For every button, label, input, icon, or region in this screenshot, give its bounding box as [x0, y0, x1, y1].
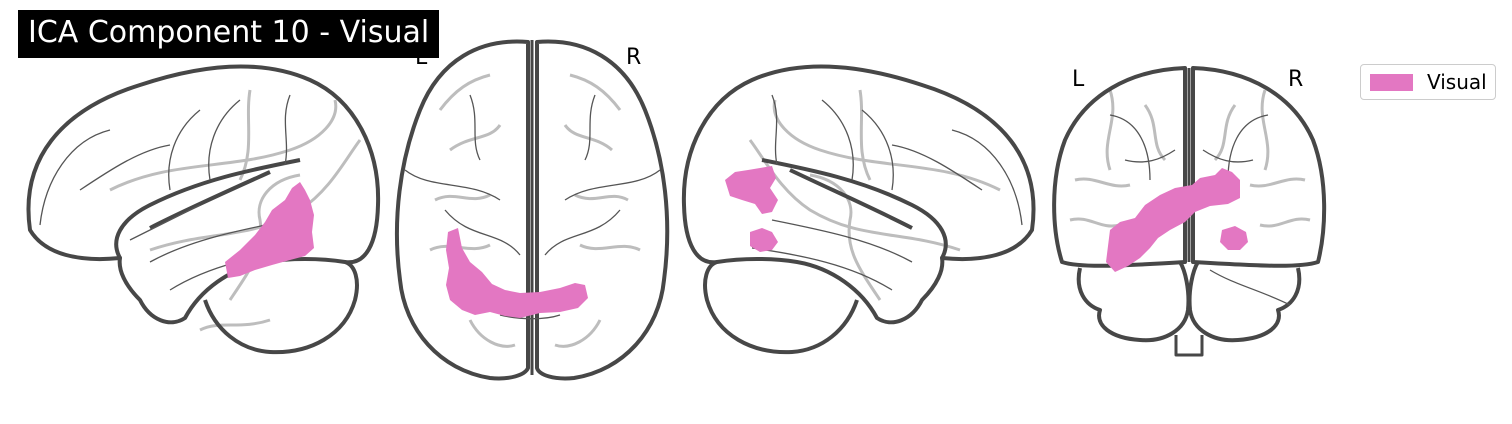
sulcus — [564, 169, 661, 201]
ghost-sulcus — [149, 139, 362, 252]
sulcus — [771, 219, 913, 263]
legend: Visual — [1360, 64, 1496, 100]
sulcus — [168, 109, 201, 191]
sulcus — [1209, 269, 1291, 306]
sulcus — [861, 109, 894, 191]
sulcus — [771, 94, 778, 166]
sulcus — [951, 129, 1023, 226]
sulcus — [444, 209, 521, 256]
sulcus — [1124, 149, 1176, 163]
ghost-sulcus — [109, 99, 338, 192]
ghost-sulcus — [563, 73, 629, 202]
sylvian-fissure — [149, 170, 271, 230]
ghost-sulcus — [1105, 89, 1270, 171]
activation-blob — [725, 166, 778, 214]
coronal-right-label: R — [1288, 67, 1304, 92]
ghost-sulcus — [199, 318, 271, 332]
ghost-sulcus — [1069, 217, 1311, 228]
ghost-sulcus — [228, 173, 301, 301]
sulcus — [284, 94, 291, 166]
view-coronal — [1052, 66, 1327, 357]
right-hemisphere-outline — [1191, 66, 1327, 268]
coronal-left-label: L — [1072, 67, 1085, 92]
ghost-sulcus — [1143, 104, 1237, 162]
sulcus — [499, 314, 561, 320]
axial-left-label: L — [415, 45, 428, 70]
ghost-sulcus — [1074, 177, 1306, 188]
sulcus — [1202, 149, 1254, 163]
legend-swatch — [1370, 74, 1413, 91]
cerebellum-outline — [703, 260, 859, 355]
right-hemisphere-outline — [535, 39, 670, 381]
sylvian-fissure — [789, 168, 913, 230]
view-right-sagittal — [681, 64, 1036, 355]
activation-blob — [1106, 168, 1240, 272]
ghost-sulcus — [772, 99, 1001, 192]
activation-blob — [750, 228, 778, 252]
sulcus — [1109, 114, 1151, 181]
left-hemisphere-outline — [394, 39, 530, 381]
ghost-sulcus — [858, 89, 872, 181]
ghost-sulcus — [468, 319, 602, 348]
ghost-sulcus — [748, 139, 961, 252]
sulcus — [821, 99, 854, 181]
figure-title: ICA Component 10 - Visual — [18, 10, 440, 58]
activation-blob — [446, 228, 588, 318]
sulcus — [208, 99, 241, 181]
ghost-sulcus — [238, 89, 252, 181]
view-axial — [394, 39, 670, 381]
activation-blob — [225, 182, 314, 278]
ghost-sulcus — [434, 73, 502, 202]
left-cerebellum-outline — [1076, 260, 1191, 343]
view-left-sagittal — [26, 64, 381, 355]
sulcus — [79, 144, 171, 191]
sulcus — [129, 204, 201, 241]
cerebrum-outline — [26, 64, 381, 325]
activation-blob — [1220, 226, 1248, 250]
sulcus — [469, 94, 481, 161]
ghost-sulcus — [809, 173, 882, 301]
cerebellum-outline — [203, 260, 359, 355]
brainstem-outline — [1174, 335, 1204, 357]
sulcus — [544, 209, 621, 256]
sulcus — [584, 94, 596, 161]
axial-right-label: R — [626, 45, 642, 70]
sulcus — [891, 144, 983, 191]
sulcus — [1227, 114, 1269, 181]
temporal-lobe-outline — [114, 158, 301, 259]
sulcus — [751, 247, 893, 291]
sulcus — [404, 169, 501, 201]
legend-label: Visual — [1427, 70, 1487, 94]
temporal-lobe-outline — [761, 158, 948, 259]
sulcus — [39, 129, 111, 226]
